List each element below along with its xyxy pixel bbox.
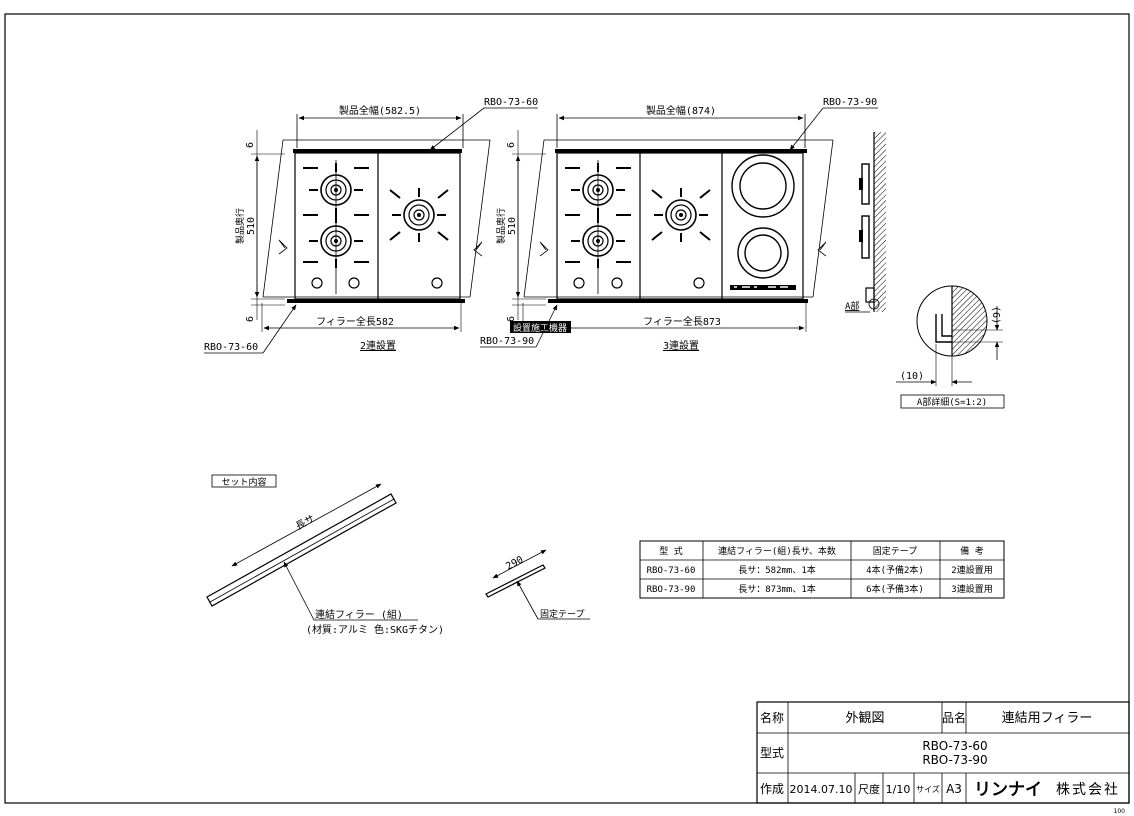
filler-label: 連結フィラー (組)	[315, 608, 403, 621]
corner-code: 100	[1114, 808, 1126, 815]
detail-width-dimension: (10)	[900, 371, 924, 382]
right-assembly: 製品全幅(874) RBO-73-90 6	[480, 97, 878, 352]
knob-icon	[431, 277, 443, 289]
left-depth-value: 510	[246, 217, 257, 235]
construction-label: 設置施工機器	[513, 322, 567, 334]
tape-label: 固定テープ	[540, 608, 584, 620]
title-block: 名称 外観図 品名 連結用フィラー 型式 RBO-73-60 RBO-73-90…	[756, 701, 1130, 815]
left-width-dimension: 製品全幅(582.5)	[339, 104, 421, 117]
right-depth-label: 製品奥行	[495, 208, 507, 244]
right-caption: 3連設置	[663, 339, 699, 352]
right-filler-bar	[548, 299, 808, 303]
brand-logo-main: リンナイ	[974, 780, 1042, 800]
construction-label-box	[510, 321, 571, 333]
tb-product-value: 連結用フィラー	[1002, 711, 1093, 726]
left-gap-bottom: 6	[245, 316, 256, 322]
right-burner-center	[653, 187, 709, 243]
tb-made-date: 2014.07.10	[790, 783, 853, 796]
table-cell: 長サ：873mm、1本	[738, 583, 816, 595]
table-cell: 長サ：582mm、1本	[738, 564, 816, 576]
tb-size-label: サイズ	[916, 784, 940, 794]
brand-logo-sub: 株式会社	[1056, 782, 1120, 798]
knob-icon	[311, 277, 323, 289]
right-model-callout-top: RBO-73-90	[823, 97, 877, 108]
ih-control-panel	[730, 285, 796, 290]
left-filler-bar	[287, 299, 465, 303]
right-burner-top	[570, 162, 626, 218]
right-gap-top: 6	[506, 142, 517, 148]
table-cell: 3連設置用	[951, 583, 992, 595]
set-contents: セット内容 長サ 連結フィラー (組) (材質:アルミ 色:SKGチタン) 29…	[206, 474, 590, 636]
sheet-border	[4, 13, 1130, 804]
table-cell: RBO-73-90	[647, 585, 696, 595]
left-burner-right	[391, 187, 447, 243]
table-cell: 6本(予備3本)	[866, 583, 924, 595]
tb-scale-label: 尺度	[858, 782, 880, 796]
right-width-dimension: 製品全幅(874)	[646, 104, 716, 117]
filler-material-label: (材質:アルミ 色:SKGチタン)	[306, 623, 444, 636]
filler-length-label: 長サ	[294, 512, 317, 532]
tb-model-line1: RBO-73-60	[922, 739, 987, 753]
right-back-rail	[555, 149, 807, 153]
filler-part	[206, 493, 397, 607]
detail-caption: A部詳細(S=1:2)	[917, 396, 987, 408]
left-caption: 2連設置	[360, 339, 396, 352]
table-cell: 4本(予備2本)	[866, 564, 924, 576]
tb-name-label: 名称	[760, 710, 784, 725]
left-model-callout-bottom: RBO-73-60	[204, 342, 258, 353]
tb-made-label: 作成	[760, 782, 784, 796]
left-model-callout-top: RBO-73-60	[484, 97, 538, 108]
side-view: A部	[845, 132, 886, 313]
tape-length-label: 290	[504, 554, 525, 572]
tb-scale-value: 1/10	[886, 783, 911, 796]
tb-size-value: A3	[946, 782, 962, 796]
right-burner-bottom	[570, 213, 626, 269]
right-filler-length: フィラー全長873	[643, 315, 721, 328]
ih-zone-small	[737, 227, 789, 279]
tape-part	[485, 564, 546, 598]
left-filler-length: フィラー全長582	[316, 315, 394, 328]
tb-product-label: 品名	[942, 710, 966, 725]
right-gap-bottom: 6	[506, 316, 517, 322]
ih-zone-large	[731, 154, 795, 218]
detail-a: (6) (10) A部詳細(S=1:2)	[896, 285, 1005, 409]
left-depth-label: 製品奥行	[234, 208, 246, 244]
right-model-callout-bottom: RBO-73-90	[480, 336, 534, 347]
table-header-filler: 連結フィラー(組)長サ、本数	[718, 545, 836, 557]
left-burner-top	[308, 162, 364, 218]
table-header-tape: 固定テープ	[873, 545, 917, 557]
knob-icon	[348, 277, 360, 289]
tb-model-label: 型式	[760, 746, 784, 760]
right-depth-value: 510	[507, 217, 518, 235]
detail-gap-dimension: (6)	[990, 306, 1001, 324]
knob-icon	[573, 277, 585, 289]
left-back-rail	[293, 149, 462, 153]
part-a-label: A部	[845, 300, 859, 312]
set-contents-title: セット内容	[221, 476, 266, 488]
table-header-model: 型 式	[659, 545, 682, 557]
knob-icon	[611, 277, 623, 289]
left-burner-bottom	[308, 213, 364, 269]
table-cell: RBO-73-60	[647, 566, 696, 576]
spec-table: 型 式 連結フィラー(組)長サ、本数 固定テープ 備 考 RBO-73-60 長…	[639, 540, 1005, 599]
table-cell: 2連設置用	[951, 564, 992, 576]
tb-name-value: 外観図	[845, 711, 884, 726]
tb-model-line2: RBO-73-90	[922, 753, 987, 767]
table-header-notes: 備 考	[960, 545, 983, 557]
left-gap-top: 6	[245, 142, 256, 148]
knob-icon	[693, 277, 705, 289]
left-assembly: 製品全幅(582.5) RBO-73-60 6 6 製品奥行 510	[204, 97, 538, 354]
